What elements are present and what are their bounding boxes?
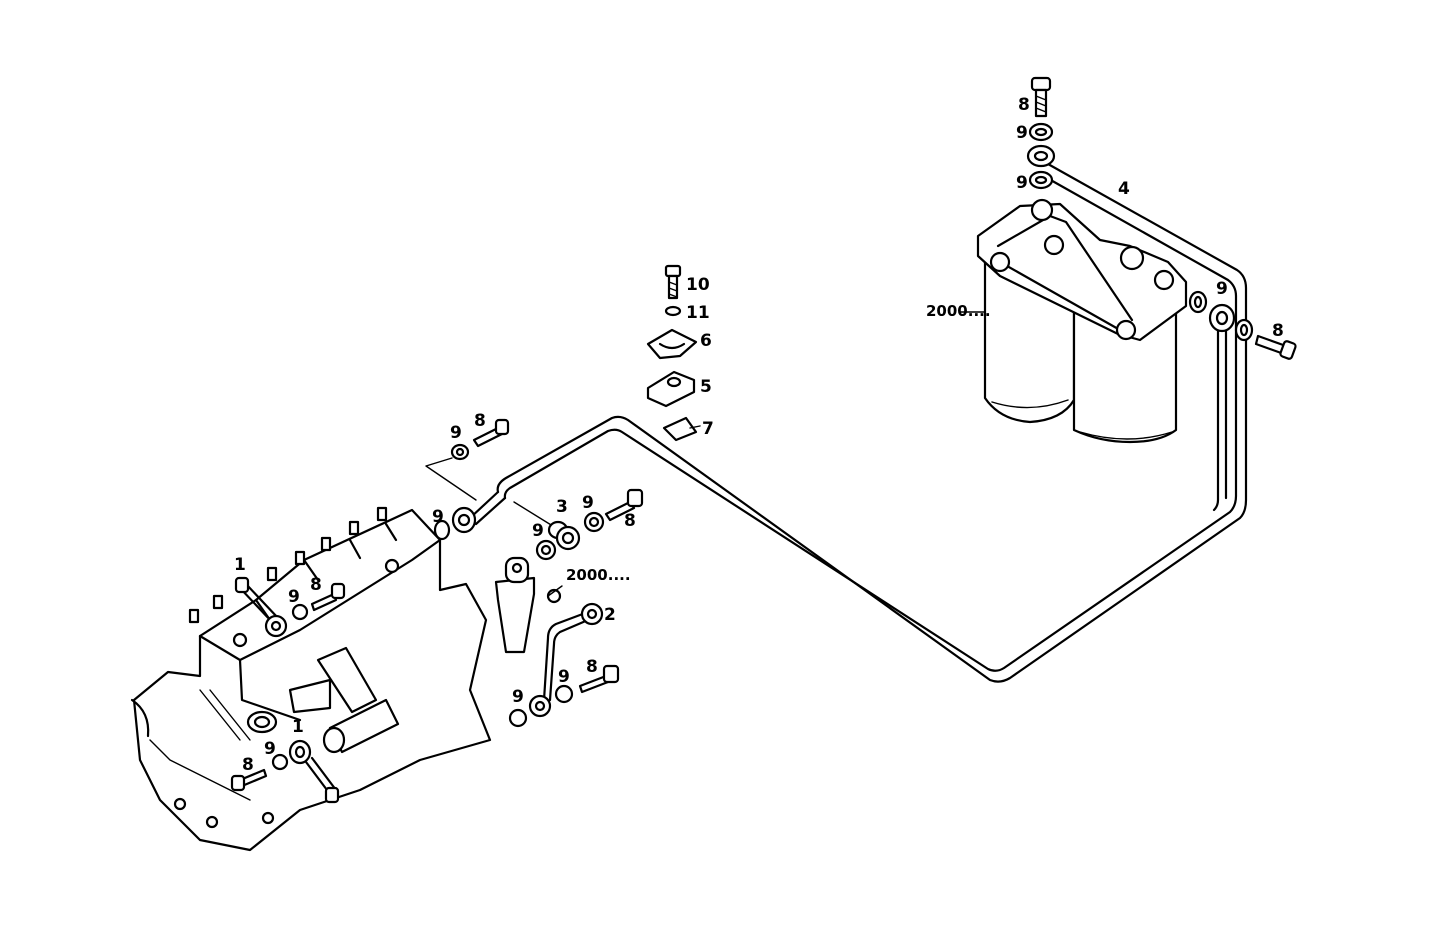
label-p9-d: 9 — [532, 521, 544, 541]
label-p9-b: 9 — [432, 507, 444, 527]
label-p9-top1: 9 — [1016, 123, 1028, 143]
label-p9-a: 9 — [450, 423, 462, 443]
label-p9-right: 9 — [1216, 279, 1228, 299]
part-1-upper-line — [234, 576, 346, 638]
right-banjo-fitting — [1188, 290, 1297, 360]
label-p5: 5 — [700, 377, 712, 397]
label-p6: 6 — [700, 331, 712, 351]
label-p9-top2: 9 — [1016, 173, 1028, 193]
pump-delivery-studs — [188, 506, 388, 624]
label-p11: 11 — [686, 303, 710, 323]
label-p10: 10 — [686, 275, 710, 295]
label-ref-small: 2000.... — [566, 566, 631, 584]
fuel-pipe-main — [468, 162, 1248, 683]
clamp-assembly — [646, 264, 698, 442]
label-p3: 3 — [556, 497, 568, 517]
label-p8-right: 8 — [1272, 321, 1284, 341]
pump-top-banjo — [425, 418, 510, 541]
small-filter-and-pipe-2 — [494, 556, 620, 728]
double-filter-assembly — [976, 198, 1188, 444]
label-p8-top: 8 — [1018, 95, 1030, 115]
injection-pump — [130, 506, 492, 852]
label-p1a: 1 — [234, 555, 246, 575]
leader-lines — [547, 311, 985, 597]
label-p7: 7 — [702, 419, 714, 439]
label-p9-f: 9 — [512, 687, 524, 707]
label-p8-bot: 8 — [242, 755, 254, 775]
label-p4: 4 — [1118, 179, 1130, 199]
top-banjo-fitting — [1026, 76, 1056, 190]
label-p9-c: 9 — [582, 493, 594, 513]
label-p8-clamp: 8 — [624, 511, 636, 531]
label-ref-filter: 2000.... — [926, 302, 991, 320]
label-p9-g: 9 — [288, 587, 300, 607]
label-p9-h: 9 — [264, 739, 276, 759]
label-p9-e: 9 — [558, 667, 570, 687]
label-p8-pump: 8 — [310, 575, 322, 595]
label-p2: 2 — [604, 605, 616, 625]
part-labels: 8 9 9 4 2000.... 9 8 10 11 6 5 7 9 8 9 3… — [234, 95, 1284, 775]
part-1-lower-line — [230, 739, 340, 804]
label-p8-mid: 8 — [474, 411, 486, 431]
label-p8-low: 8 — [586, 657, 598, 677]
part-3-fitting — [513, 488, 644, 561]
label-p1b: 1 — [292, 717, 304, 737]
